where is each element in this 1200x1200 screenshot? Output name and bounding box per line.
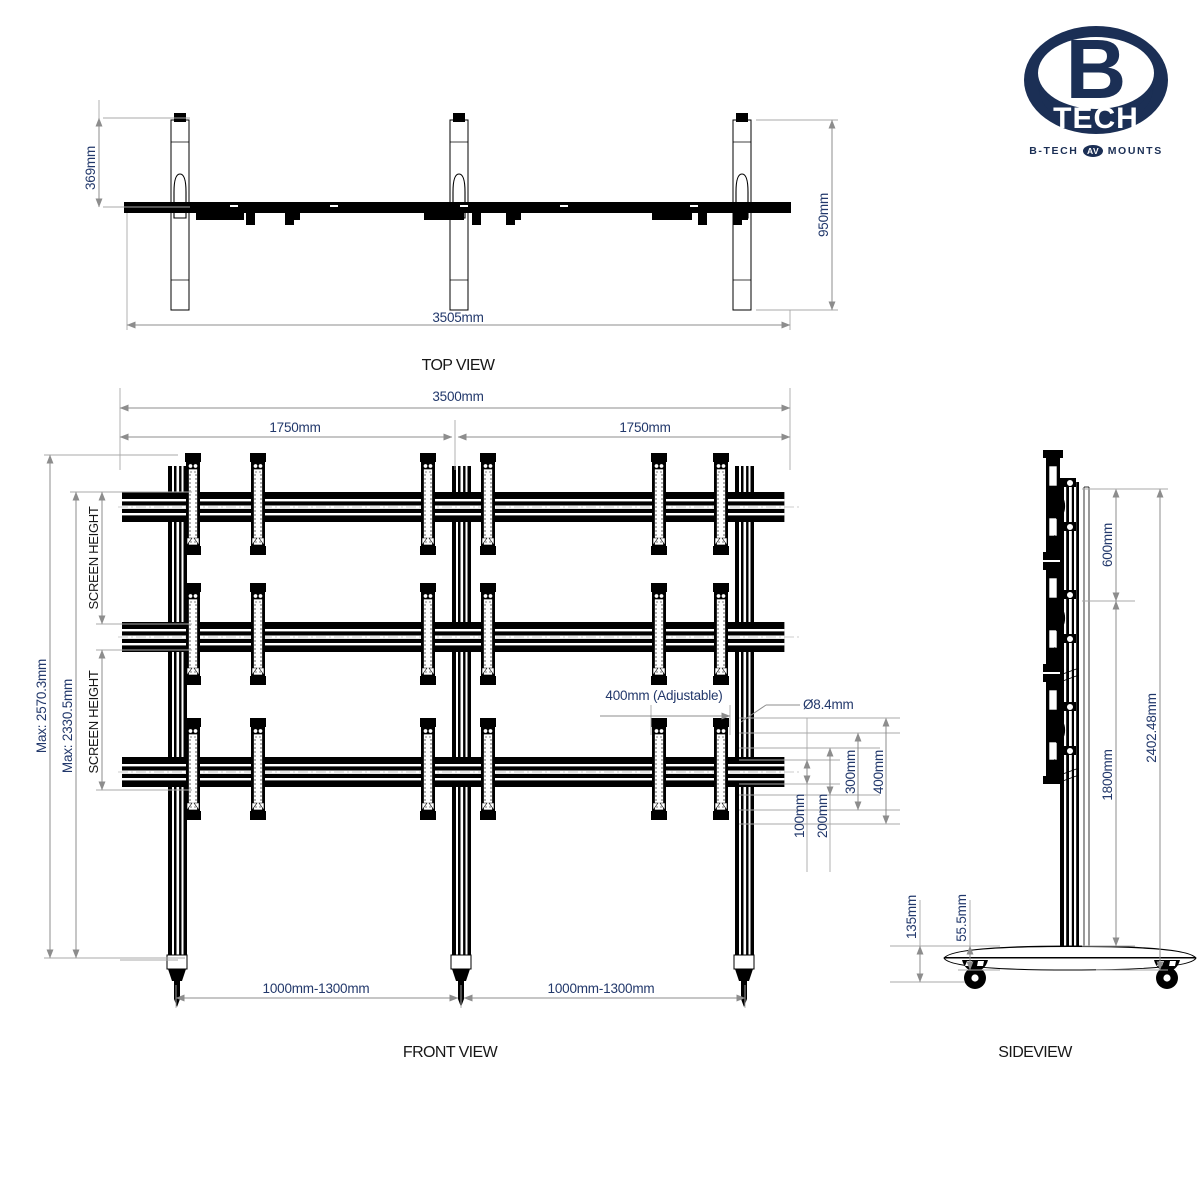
dim-top-overall-width: 3505mm — [432, 310, 483, 325]
dim-front-hole-diameter: Ø8.4mm — [803, 697, 854, 712]
dim-front-half-width-right: 1750mm — [619, 420, 670, 435]
label-side-view: SIDEVIEW — [998, 1044, 1073, 1061]
btech-logo: B TECH — [1005, 18, 1187, 168]
dim-top-foot-depth: 950mm — [816, 193, 831, 237]
label-screen-height-lower: SCREEN HEIGHT — [86, 670, 101, 773]
dim-front-offset-300: 300mm — [843, 750, 858, 794]
front-view-drawing — [44, 388, 900, 1008]
label-top-view: TOP VIEW — [422, 357, 496, 374]
logo-tagline: B-TECH AV MOUNTS — [1005, 145, 1187, 158]
dim-front-max-screen-stack-height: Max: 2330.5mm — [60, 679, 75, 773]
dim-top-front-offset: 369mm — [83, 146, 98, 190]
dim-side-base-height: 135mm — [904, 895, 919, 939]
dim-front-overall-width: 3500mm — [432, 389, 483, 404]
label-front-view: FRONT VIEW — [403, 1044, 499, 1061]
logo-word-tech: TECH — [1053, 102, 1139, 135]
label-screen-height-upper: SCREEN HEIGHT — [86, 506, 101, 609]
logo-tagline-right: MOUNTS — [1107, 145, 1163, 157]
dim-side-upper-gap: 600mm — [1100, 523, 1115, 567]
dim-side-overall-height: 2402.48mm — [1144, 693, 1159, 763]
dim-front-offset-400: 400mm — [871, 750, 886, 794]
btech-logo-mark: B TECH — [1024, 22, 1168, 135]
top-view-drawing — [95, 100, 838, 330]
logo-tagline-badge: AV — [1082, 145, 1104, 158]
side-view-drawing — [890, 448, 1197, 989]
dim-front-foot-span-left: 1000mm-1300mm — [263, 981, 370, 996]
dim-front-foot-span-right: 1000mm-1300mm — [548, 981, 655, 996]
logo-letter-b: B — [1066, 22, 1127, 116]
dim-front-max-total-height: Max: 2570.3mm — [34, 659, 49, 753]
logo-tagline-left: B-TECH — [1029, 145, 1079, 157]
dim-front-offset-200: 200mm — [815, 794, 830, 838]
dim-front-half-width-left: 1750mm — [269, 420, 320, 435]
dim-side-base-plate-height: 55.5mm — [954, 894, 969, 942]
dim-front-bracket-spacing: 400mm (Adjustable) — [605, 688, 722, 703]
dim-side-lower-gap: 1800mm — [1100, 749, 1115, 800]
dim-front-offset-100: 100mm — [792, 794, 807, 838]
